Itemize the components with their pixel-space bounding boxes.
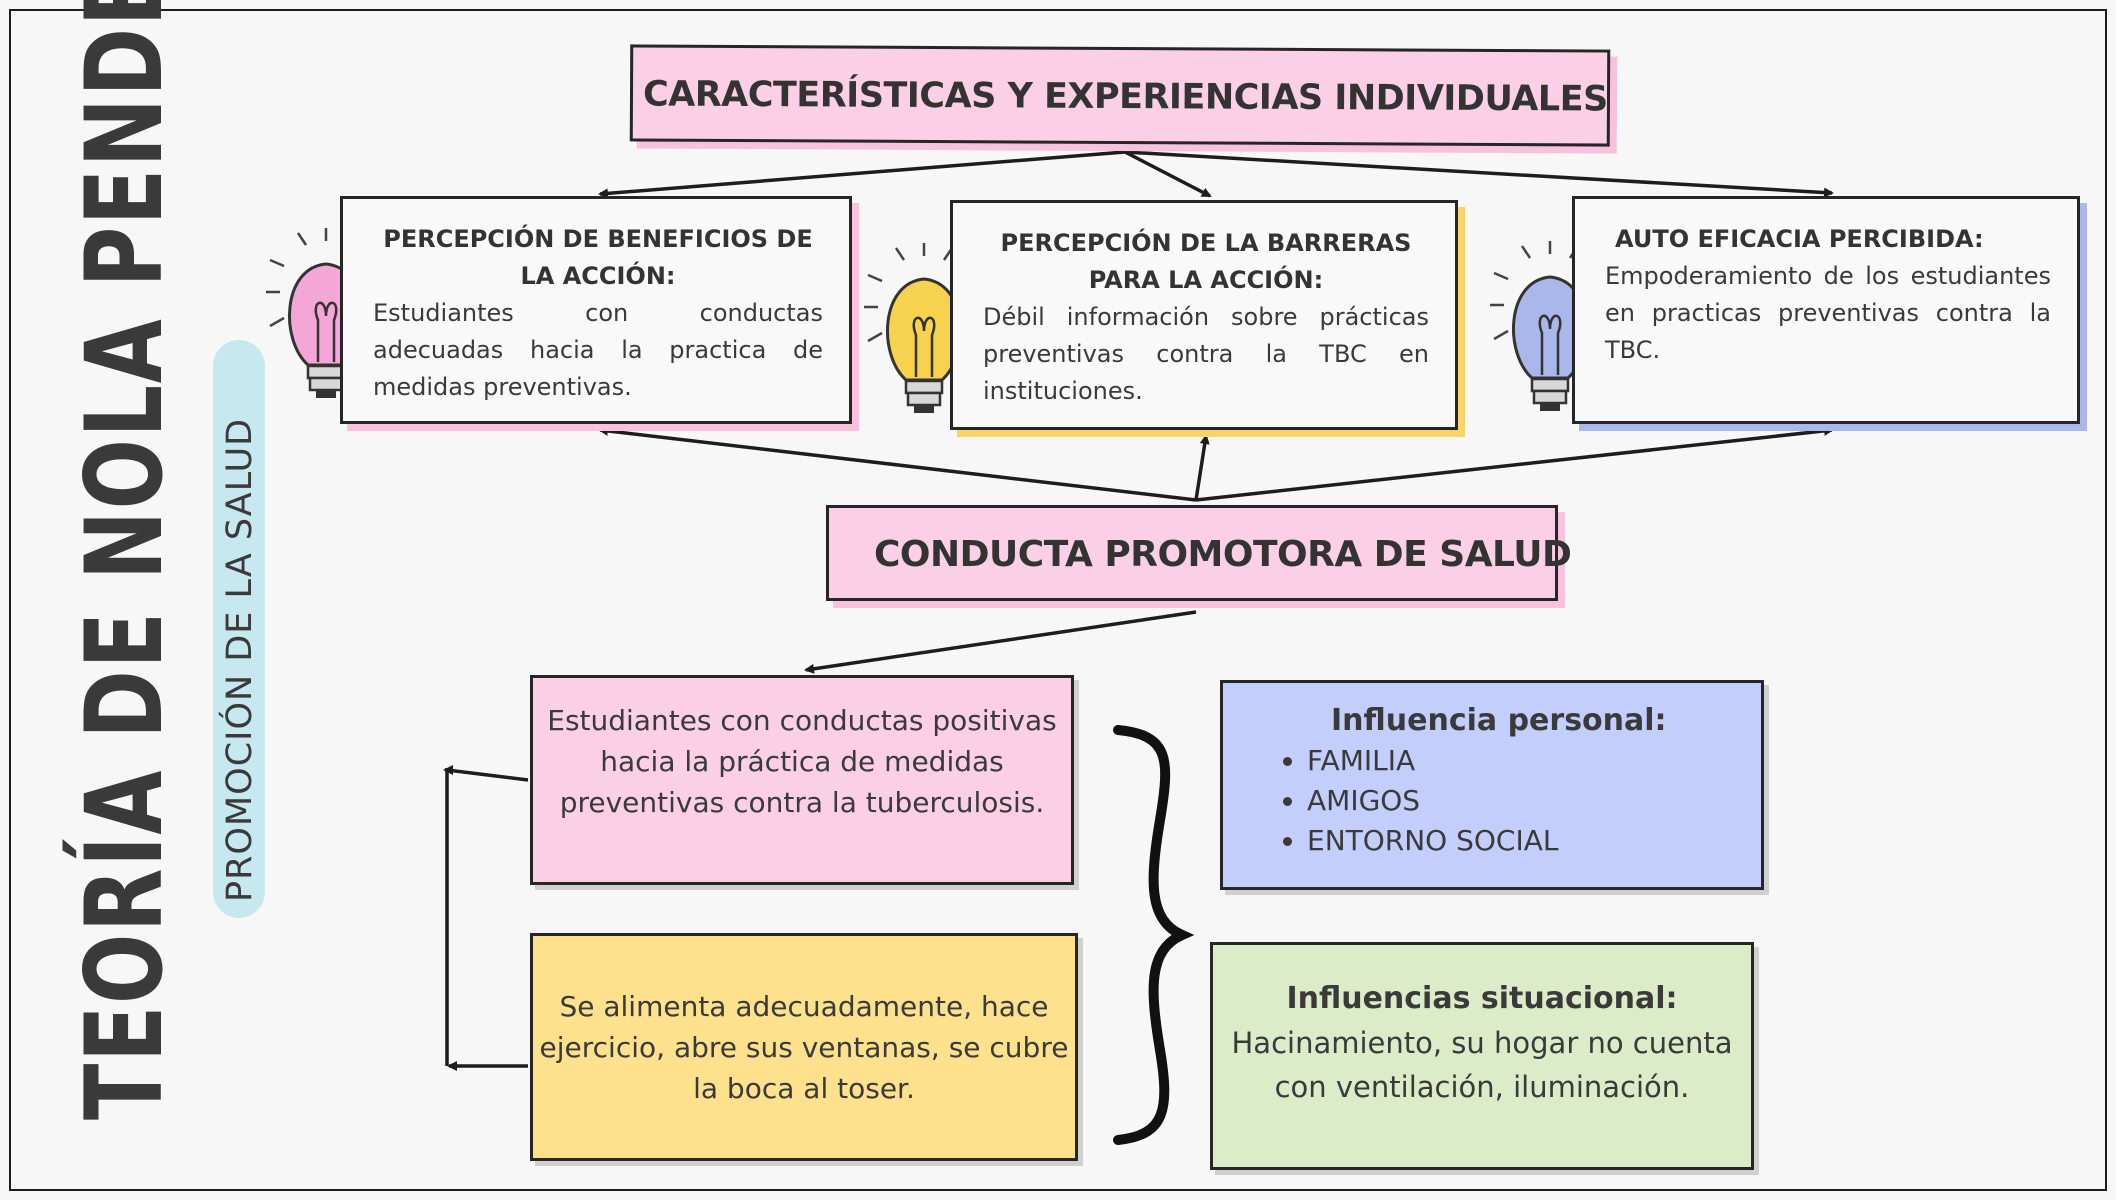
personal-influence-box: Influencia personal: FAMILIA AMIGOS ENTO…	[1220, 680, 1764, 890]
card-benefits: PERCEPCIÓN DE BENEFICIOS DE LA ACCIÓN: E…	[340, 196, 852, 424]
arrow-conducta-to-card3	[1195, 425, 1834, 502]
top-box: CARACTERÍSTICAS Y EXPERIENCIAS INDIVIDUA…	[629, 44, 1611, 147]
card-benefits-title: PERCEPCIÓN DE BENEFICIOS DE LA ACCIÓN:	[383, 225, 813, 290]
card-barriers-title: PERCEPCIÓN DE LA BARRERAS PARA LA ACCIÓN…	[1000, 229, 1412, 294]
arrow-conducta-to-card1	[598, 425, 1197, 502]
list-item: ENTORNO SOCIAL	[1307, 821, 1761, 861]
center-box: CONDUCTA PROMOTORA DE SALUD	[826, 505, 1572, 601]
arrow-top-to-card1	[598, 150, 1126, 199]
list-item: FAMILIA	[1307, 741, 1761, 781]
situational-influence-text: Hacinamiento, su hogar no cuenta con ven…	[1231, 1026, 1733, 1104]
situational-influence-box: Influencias situacional: Hacinamiento, s…	[1210, 942, 1754, 1170]
arrow-conducta-to-card2	[1194, 434, 1210, 501]
arrow-top-to-card3	[1124, 150, 1834, 198]
arrow-top-to-card2	[1124, 150, 1212, 198]
card-self-efficacy-text: Empoderamiento de los estudiantes en pra…	[1605, 262, 2051, 364]
situational-influence-title: Influencias situacional:	[1286, 981, 1678, 1016]
arrow-conducta-to-pinkbox	[804, 610, 1197, 674]
personal-influence-title: Influencia personal:	[1331, 703, 1667, 738]
card-self-efficacy-title: AUTO EFICACIA PERCIBIDA:	[1615, 225, 1984, 253]
top-box-label: CARACTERÍSTICAS Y EXPERIENCIAS INDIVIDUA…	[642, 74, 1608, 120]
lightbulb-icon-2	[864, 243, 978, 413]
center-box-label: CONDUCTA PROMOTORA DE SALUD	[874, 534, 1572, 575]
curly-brace	[1113, 725, 1195, 1145]
personal-influence-list: FAMILIA AMIGOS ENTORNO SOCIAL	[1281, 741, 1761, 861]
card-self-efficacy: AUTO EFICACIA PERCIBIDA: Empoderamiento …	[1572, 196, 2080, 424]
positive-behavior-box: Estudiantes con conductas positivas haci…	[530, 675, 1074, 885]
list-item: AMIGOS	[1307, 781, 1761, 821]
feedback-connector	[445, 768, 529, 1066]
card-barriers-text: Débil información sobre prácticas preven…	[983, 303, 1429, 405]
habits-box: Se alimenta adecuadamente, hace ejercici…	[530, 933, 1078, 1161]
lightbulb-icon-3	[1490, 241, 1604, 411]
card-barriers: PERCEPCIÓN DE LA BARRERAS PARA LA ACCIÓN…	[950, 200, 1458, 430]
subtitle-pill	[213, 340, 265, 918]
card-benefits-text: Estudiantes con conductas adecuadas haci…	[373, 299, 823, 401]
